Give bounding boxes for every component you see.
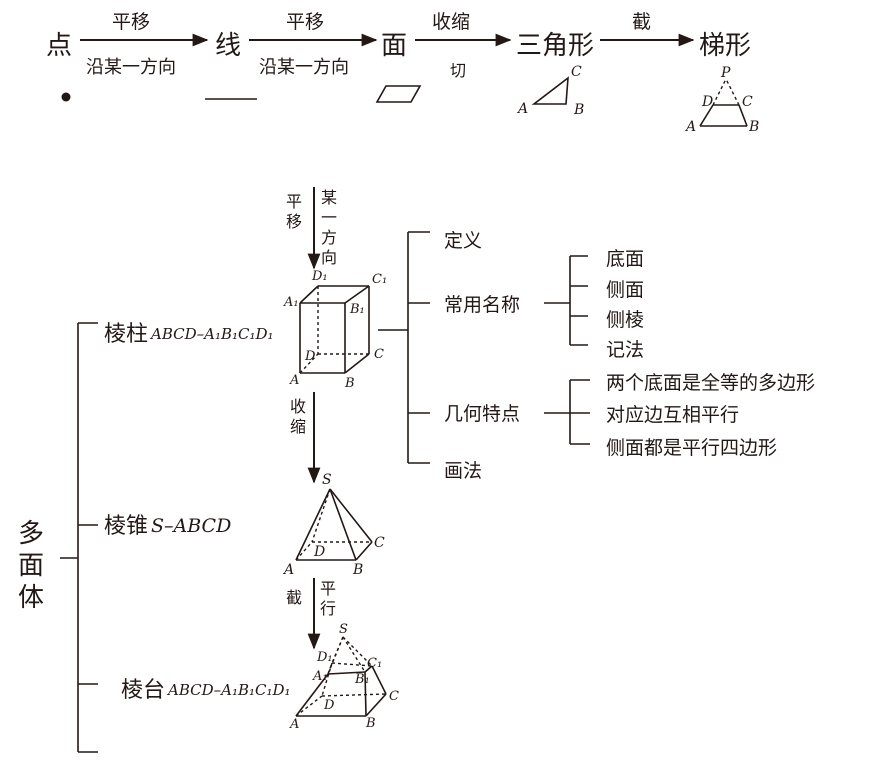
trapezoid-vertex-a: A [684,119,696,135]
trapezoid-label: 梯形 [699,31,751,61]
translate-right-1: 某 [321,188,337,207]
frustum-vertex-c1: C₁ [367,656,382,671]
translate-right-3: 方 [321,228,337,247]
trapezoid-vertex-b: B [748,119,759,135]
parallelogram-figure [375,85,422,103]
name-item-lateral-face: 侧面 [606,279,644,301]
name-item-notation: 记法 [606,339,644,361]
root-char-2: 面 [18,551,44,581]
triangle-vertex-a: A [516,101,528,117]
plane-label: 面 [381,31,407,61]
prism-vertex-b: B [344,376,355,391]
prism-vertex-c: C [374,347,384,362]
arrow3-bottom-label: 切 [450,61,466,80]
root-char-3: 体 [18,583,44,613]
prism-notation: ABCD–A₁B₁C₁D₁ [149,325,274,343]
arrow2-bottom-label: 沿某一方向 [259,57,349,78]
root-char-1: 多 [18,519,44,549]
frustum-vertex-c: C [389,689,399,704]
frustum-figure [295,636,387,717]
translate-left-1: 平 [286,192,302,211]
prism-label: 棱柱 [104,322,148,347]
trapezoid-vertex-p: P [720,65,731,81]
frustum-vertex-s: S [339,622,348,637]
prism-vertex-c1: C₁ [372,272,387,287]
frustum-vertex-d: D [323,698,335,713]
names-bracket [544,255,588,346]
branch-common-names: 常用名称 [444,294,520,316]
point-label: 点 [46,31,72,61]
triangle-label: 三角形 [516,31,594,61]
name-item-lateral-edge: 侧棱 [606,309,644,331]
translate-left-2: 移 [286,212,302,231]
prism-vertex-a1: A₁ [283,295,299,310]
translate-right-2: 一 [321,208,337,227]
pyramid-vertex-c: C [374,535,385,551]
feature-item-congruent-bases: 两个底面是全等的多边形 [606,372,815,394]
prism-properties-bracket [378,231,430,464]
arrow2-top-label: 平移 [286,11,324,33]
trapezoid-vertex-c: C [742,94,753,110]
branch-geometric-features: 几何特点 [444,403,520,425]
pyramid-notation: S–ABCD [151,515,231,537]
prism-vertex-b1: B₁ [349,302,365,317]
branch-drawing: 画法 [444,460,482,482]
branch-definition: 定义 [444,230,482,252]
prism-vertex-d1: D₁ [311,269,328,284]
pyramid-vertex-a: A [282,562,294,578]
frustum-notation: ABCD–A₁B₁C₁D₁ [166,681,291,699]
frustum-vertex-a: A [289,717,299,732]
arrow4-top-label: 截 [632,11,651,33]
arrow3-top-label: 收缩 [432,11,470,33]
feature-item-parallel-edges: 对应边互相平行 [606,404,739,426]
pyramid-label: 棱锥 [104,514,148,539]
cut-right-char-2: 行 [320,599,336,618]
frustum-vertex-b: B [365,716,376,731]
trapezoid-figure [699,78,748,127]
point-dot [61,92,71,102]
triangle-vertex-b: B [573,102,584,118]
frustum-vertex-b1: B₁ [354,672,370,687]
arrow1-bottom-label: 沿某一方向 [86,57,176,78]
line-label: 线 [215,31,241,61]
frustum-vertex-a1: A₁ [312,669,328,684]
frustum-label: 棱台 [121,678,165,703]
prism-vertex-a: A [289,373,299,388]
pyramid-vertex-b: B [352,562,363,578]
prism-vertex-d: D [304,349,316,364]
triangle-figure [531,76,569,105]
name-item-base: 底面 [606,248,644,270]
arrow1-top-label: 平移 [112,11,150,33]
pyramid-vertex-s: S [322,472,332,488]
frustum-vertex-d1: D₁ [316,650,333,665]
cut-left-char: 截 [286,588,302,607]
pyramid-vertex-d: D [313,544,325,560]
triangle-vertex-c: C [571,64,582,80]
trapezoid-vertex-d: D [701,94,713,110]
translate-right-4: 向 [321,248,337,267]
prism-figure [299,285,370,374]
features-bracket [544,379,590,445]
cut-right-char-1: 平 [320,579,336,598]
shrink-char-2: 缩 [290,417,306,436]
shrink-char-1: 收 [290,397,306,416]
root-bracket [60,322,98,753]
feature-item-parallelogram-faces: 侧面都是平行四边形 [606,437,777,459]
pyramid-figure [295,488,373,561]
